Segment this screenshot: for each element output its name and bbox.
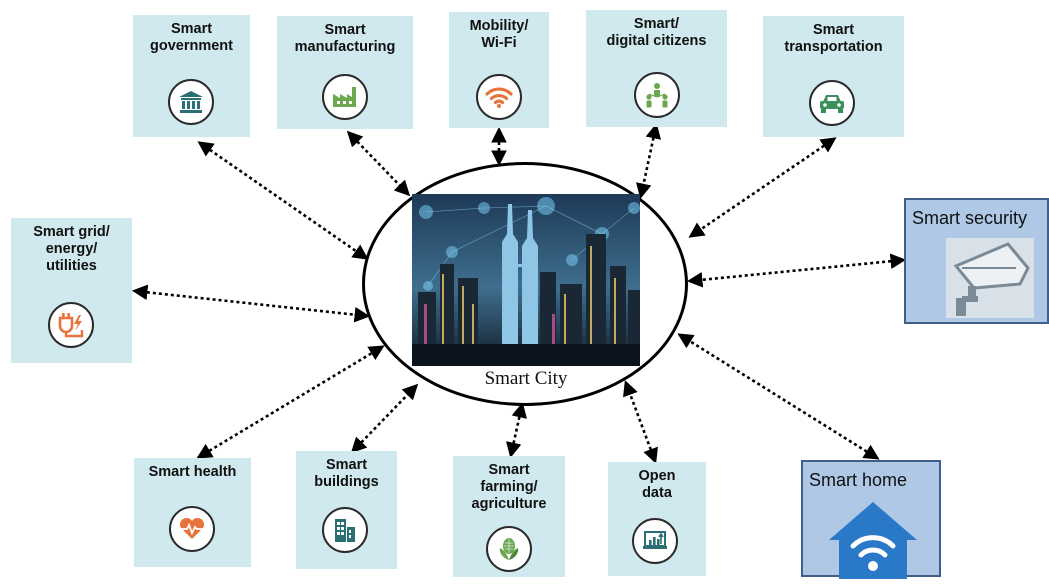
people-icon	[634, 72, 680, 118]
node-open-data: Open data	[608, 462, 706, 576]
plug-icon	[48, 302, 94, 348]
bank-icon	[168, 79, 214, 125]
node-mobility-wifi: Mobility/ Wi-Fi	[449, 12, 549, 128]
arrow-transportation	[688, 137, 837, 238]
wifi-icon	[476, 74, 522, 120]
arrow-home	[677, 333, 880, 460]
node-title: Smart/ digital citizens	[606, 16, 707, 49]
node-smart-transportation: Smart transportation	[763, 16, 904, 137]
node-title: Smart government	[150, 21, 233, 54]
node-title: Smart health	[148, 464, 237, 480]
node-smart-grid-energy-utilities: Smart grid/ energy/ utilities	[11, 218, 132, 363]
heartbeat-icon	[169, 506, 215, 552]
node-title: Smart home	[809, 470, 908, 490]
arrow-farming	[506, 401, 527, 459]
arrow-security	[686, 253, 907, 288]
node-smart-home: Smart home	[801, 460, 941, 579]
home-wifi-icon	[825, 498, 921, 579]
corn-icon	[486, 526, 532, 572]
arrow-energy	[131, 284, 371, 323]
factory-icon	[322, 74, 368, 120]
arrow-buildings	[350, 383, 419, 454]
node-smart-buildings: Smart buildings	[296, 451, 397, 569]
node-title: Open data	[638, 468, 676, 501]
node-title: Smart grid/ energy/ utilities	[33, 224, 110, 274]
cctv-camera-icon	[946, 238, 1034, 318]
node-title: Smart transportation	[784, 22, 883, 55]
node-title: Smart farming/ agriculture	[471, 462, 547, 512]
arrow-opendata	[623, 380, 658, 464]
chart-icon	[632, 518, 678, 564]
node-title: Smart security	[912, 208, 1028, 228]
city-skyline-image	[412, 194, 640, 366]
buildings-icon	[322, 507, 368, 553]
smart-city-label: Smart City	[484, 368, 568, 389]
node-smart-digital-citizens: Smart/ digital citizens	[586, 10, 727, 127]
node-title: Mobility/ Wi-Fi	[469, 18, 529, 51]
arrow-manufacturing	[346, 130, 411, 197]
arrow-citizens	[635, 122, 662, 200]
node-smart-security: Smart security	[904, 198, 1049, 324]
node-smart-manufacturing: Smart manufacturing	[277, 16, 413, 129]
node-smart-government: Smart government	[133, 15, 250, 137]
node-smart-farming-agriculture: Smart farming/ agriculture	[453, 456, 565, 577]
node-title: Smart manufacturing	[294, 22, 396, 55]
node-smart-health: Smart health	[134, 458, 251, 567]
car-icon	[809, 80, 855, 126]
node-title: Smart buildings	[314, 457, 379, 490]
arrow-government	[197, 141, 369, 260]
arrow-health	[196, 345, 385, 459]
